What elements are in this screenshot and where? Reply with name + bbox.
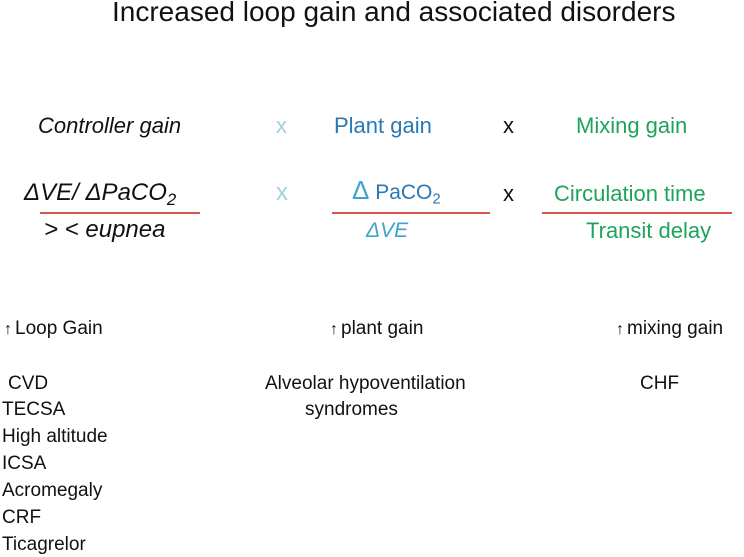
up-arrow-icon: ↑ — [330, 321, 338, 338]
controller-gain-label: Controller gain — [38, 113, 182, 138]
list-item: Acromegaly — [2, 480, 103, 501]
multiply-sign-4: x — [503, 181, 514, 206]
mixing-gain-label: Mixing gain — [576, 113, 688, 138]
plant-gain-heading: ↑plant gain — [330, 318, 424, 339]
list-item: TECSA — [2, 399, 66, 420]
mixing-gain-heading: ↑mixing gain — [616, 318, 724, 339]
mixing-fraction-line — [542, 212, 732, 214]
list-item: ICSA — [2, 453, 47, 474]
list-item: syndromes — [305, 399, 398, 420]
multiply-sign-3: x — [276, 179, 288, 206]
plant-gain-denominator: ΔVE — [366, 219, 409, 242]
plant-gain-label: Plant gain — [334, 113, 432, 138]
up-arrow-icon: ↑ — [4, 321, 12, 338]
list-item: High altitude — [2, 426, 108, 447]
page-title: Increased loop gain and associated disor… — [112, 0, 676, 27]
multiply-sign-1: x — [276, 113, 287, 138]
list-item: CVD — [8, 373, 49, 394]
plant-gain-numerator: Δ PaCO2 — [352, 175, 441, 208]
controller-fraction-line — [40, 212, 200, 214]
loop-gain-heading: ↑Loop Gain — [4, 318, 103, 339]
controller-gain-numerator: ΔVE/ ΔPaCO2 — [24, 179, 177, 210]
mixing-gain-denominator: Transit delay — [586, 218, 712, 243]
list-item: Ticagrelor — [2, 534, 86, 555]
controller-gain-denominator: > < eupnea — [44, 216, 166, 243]
mixing-gain-numerator: Circulation time — [554, 181, 706, 206]
up-arrow-icon: ↑ — [616, 321, 624, 338]
plant-fraction-line — [332, 212, 490, 214]
multiply-sign-2: x — [503, 113, 514, 138]
list-item: Alveolar hypoventilation — [265, 373, 466, 394]
list-item: CHF — [640, 373, 680, 394]
list-item: CRF — [2, 507, 42, 528]
